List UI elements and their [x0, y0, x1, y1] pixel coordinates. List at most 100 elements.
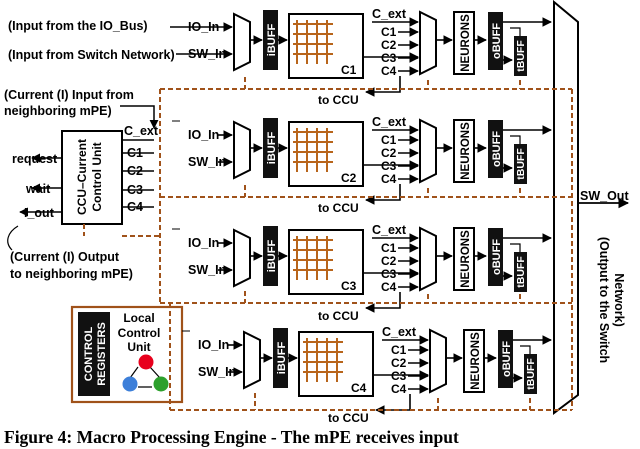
pe2-tap-c4: C4	[381, 172, 397, 186]
lcu-state-top	[138, 354, 154, 370]
lcu-registers-1: CONTROL	[83, 327, 95, 382]
sw-out-label: SW_Out	[580, 189, 629, 203]
pe4-ibuff	[273, 328, 288, 388]
pe2-ibuff-label: iBUFF	[266, 132, 278, 165]
pe2-to-ccu-label: to CCU	[318, 201, 359, 215]
ccu-port-c1: C1	[127, 146, 143, 160]
current-input-annotation-1: (Current (I) Input from	[4, 88, 134, 102]
pe1-to-ccu-label: to CCU	[318, 93, 359, 107]
lcu-title-1: Local	[123, 311, 154, 325]
pe4-neurons-label: NEURONS	[470, 332, 482, 390]
pe2-tbuff	[514, 144, 527, 184]
pe1-c-ext-label: C_ext	[372, 7, 407, 21]
pe1-crossbar-label: C1	[341, 63, 357, 77]
pe1-tbuff-label: tBUFF	[515, 40, 527, 72]
pe1-obuff	[488, 12, 503, 70]
ccu-title-2: Control Unit	[90, 142, 104, 211]
pe2-tap-c1: C1	[381, 133, 397, 147]
pe3-tbuff	[514, 252, 527, 292]
pe4-c-ext-label: C_ext	[382, 325, 417, 339]
pe3-neurons-label: NEURONS	[460, 230, 472, 288]
pe2-crossbar-label: C2	[341, 171, 357, 185]
lcu-title-2: Control	[118, 326, 161, 340]
pe1-tbuff	[514, 36, 527, 76]
pe3-io-in-label: IO_In	[188, 236, 219, 250]
pe1-ibuff	[263, 10, 278, 70]
pe2-obuff-label: oBUFF	[491, 131, 503, 167]
pe3-ibuff-label: iBUFF	[266, 240, 278, 273]
pe4-output-mux	[429, 328, 447, 394]
current-output-annotation-1: (Current (I) Output	[10, 250, 120, 264]
pe3-c-ext-label: C_ext	[372, 223, 407, 237]
pe3-input-mux	[233, 228, 251, 288]
pe2-neurons-label: NEURONS	[460, 122, 472, 180]
pe4-obuff-label: oBUFF	[501, 341, 513, 377]
pe1-tap-c1: C1	[381, 25, 397, 39]
pe4-tap-c1: C1	[391, 343, 407, 357]
lcu-state-left	[122, 376, 138, 392]
ccu-port-c3: C3	[127, 183, 143, 197]
pe4-input-mux	[243, 330, 261, 390]
pe4-ibuff-label: iBUFF	[276, 342, 288, 375]
current-input-annotation-2: neighboring mPE)	[4, 104, 112, 118]
control-bus	[83, 77, 573, 411]
pe3-tap-c3: C3	[381, 267, 397, 281]
pe1-ibuff-label: iBUFF	[266, 24, 278, 57]
output-annotation-2: Network)	[612, 273, 626, 326]
pe1-input-mux	[233, 12, 251, 72]
pe3-output-mux	[419, 226, 437, 292]
pe3-crossbar-label: C3	[341, 279, 357, 293]
pe3-tbuff-label: tBUFF	[515, 256, 527, 288]
mpe-diagram: (Input from the IO_Bus) (Input from Swit…	[4, 0, 629, 425]
ccu-port-request: request	[12, 152, 58, 166]
pe4-io-in-label: IO_In	[198, 338, 229, 352]
lcu-registers-2: REGISTERS	[96, 322, 108, 386]
pe1-neurons	[453, 11, 475, 75]
pe2-c-ext-label: C_ext	[372, 115, 407, 129]
pe2-neurons	[453, 119, 475, 183]
pe3-ibuff	[263, 226, 278, 286]
pe1-tap-c2: C2	[381, 38, 397, 52]
pe2-tap-c3: C3	[381, 159, 397, 173]
pe2-tbuff-label: tBUFF	[515, 148, 527, 180]
pe4-obuff	[498, 330, 513, 388]
lcu-state-arrows	[129, 366, 161, 388]
pe3-to-ccu-label: to CCU	[318, 309, 359, 323]
pe4-tbuff	[524, 354, 537, 394]
pe4-tap-c3: C3	[391, 369, 407, 383]
pe3-obuff	[488, 228, 503, 286]
pe4-tap-c4: C4	[391, 382, 407, 396]
figure-caption: Figure 4: Macro Processing Engine - The …	[4, 427, 459, 447]
pe1-obuff-label: oBUFF	[491, 23, 503, 59]
ccu-title-1: CCU–Current	[75, 139, 89, 215]
lcu-title-3: Unit	[127, 340, 150, 354]
lcu-block: CONTROL REGISTERS Local Control Unit	[70, 305, 184, 404]
pe4-sw-in-label: SW_In	[198, 365, 236, 379]
pe4-crossbar-label: C4	[351, 381, 367, 395]
ccu-port-c4: C4	[127, 200, 143, 214]
pe1-tap-c4: C4	[381, 64, 397, 78]
pe4-neurons	[463, 329, 485, 393]
pe2-ibuff	[263, 118, 278, 178]
current-output-curve	[7, 225, 19, 251]
pe1-output-mux	[419, 10, 437, 76]
pe2-tap-c2: C2	[381, 146, 397, 160]
pe2-input-mux	[233, 120, 251, 180]
current-input-arrow	[120, 105, 159, 129]
lcu-state-right	[153, 376, 169, 392]
pe4-tap-c2: C2	[391, 356, 407, 370]
ccu-block: CCU–Current Control Unit	[19, 130, 154, 225]
pe3-obuff-label: oBUFF	[491, 239, 503, 275]
switch-network-annotation: (Input from Switch Network)	[8, 48, 175, 62]
output-annotation-1: (Output to the Switch	[597, 237, 611, 363]
pe3-tap-c1: C1	[381, 241, 397, 255]
pe3-sw-in-label: SW_In	[188, 263, 226, 277]
ccu-port-i-out: I_out	[24, 206, 55, 220]
pe3-neurons	[453, 227, 475, 291]
pe2-sw-in-label: SW_In	[188, 155, 226, 169]
pe2-output-mux	[419, 118, 437, 184]
ccu-port-c2: C2	[127, 164, 143, 178]
